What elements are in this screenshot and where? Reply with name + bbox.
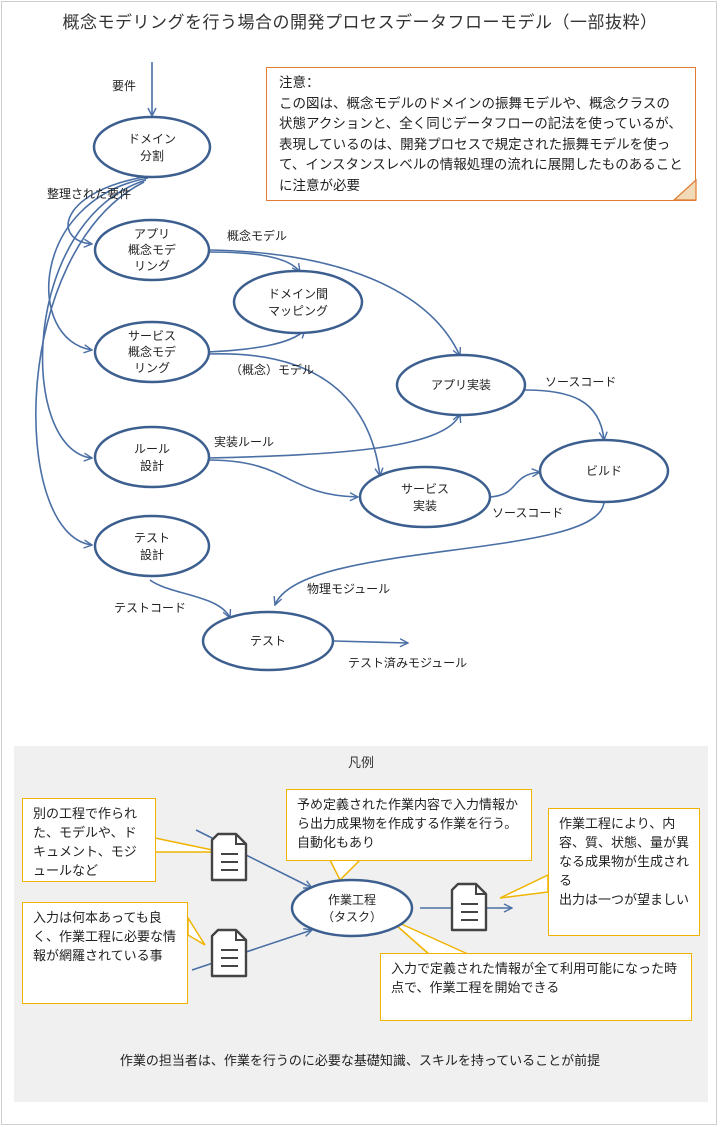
arrow-appimpl-to-build: [524, 389, 604, 440]
node-rule-design-line1: ルール: [134, 442, 170, 456]
node-app-modeling-line2: 概念モデ: [128, 242, 176, 257]
node-rule-design: [93, 425, 211, 489]
node-service-impl-line2: 実装: [413, 498, 437, 513]
note-fold-corner: [672, 178, 697, 201]
callout-pointer-task: [328, 859, 362, 882]
note-body: この図は、概念モデルのドメインの振舞モデルや、概念クラスの状態アクションと、全く…: [279, 95, 683, 194]
callout-input-any: 入力は何本あっても良く、作業工程に必要な情報が網羅されている事: [22, 902, 188, 1004]
arrow-serviceimpl-to-build: [489, 472, 540, 498]
arrow-to-service-modeling: [47, 177, 149, 350]
label-source-code-2: ソースコード: [492, 506, 563, 520]
label-physical-module: 物理モジュール: [307, 582, 390, 596]
label-concept-model: 概念モデル: [227, 228, 287, 243]
flow-arrows: [35, 62, 605, 643]
node-domain-mapping-line1: ドメイン間: [268, 287, 328, 301]
legend-arrow-in-2: [191, 930, 312, 971]
arrow-app-to-mapping: [207, 251, 300, 272]
document-icon: [450, 882, 488, 932]
label-organized-requirements: 整理された要件: [47, 186, 131, 201]
note-title: 注意：: [279, 75, 320, 91]
node-service-modeling-line2: 概念モデ: [128, 344, 176, 359]
label-tested-module: テスト済みモジュール: [348, 655, 467, 670]
page-title: 概念モデリングを行う場合の開発プロセスデータフローモデル（一部抜粋）: [62, 13, 658, 33]
callout-output: 作業工程により、内容、質、状態、量が異なる成果物が生成される 出力は一つが望まし…: [548, 808, 700, 936]
legend-title: 凡例: [347, 756, 374, 771]
arrow-testdesign-to-test: [149, 579, 230, 618]
node-test-design: [93, 514, 211, 578]
arrow-service-to-mapping: [207, 330, 305, 353]
arrow-build-to-test: [275, 501, 605, 605]
node-app-modeling-line1: アプリ: [134, 227, 170, 241]
node-test-label: テスト: [250, 634, 286, 648]
arrow-to-rule-design: [41, 179, 147, 458]
arrow-rule-to-appimpl: [207, 414, 460, 459]
arrow-test-output: [333, 641, 408, 643]
note-box: 注意： この図は、概念モデルのドメインの振舞モデルや、概念クラスの状態アクション…: [266, 67, 696, 201]
label-impl-rule: 実装ルール: [214, 434, 274, 449]
node-test-design-line2: 設計: [140, 547, 164, 562]
node-domain-mapping: [232, 269, 364, 335]
node-domain-split: [92, 115, 212, 179]
node-service-modeling-line3: リング: [134, 361, 170, 375]
legend-task-line2: （タスク）: [322, 910, 382, 924]
callout-start-condition: 入力で定義された情報が全て利用可能になった時点で、作業工程を開始できる: [380, 953, 692, 1021]
callout-task-definition: 予め定義された作業内容で入力情報から出力成果物を作成する作業を行う。自動化もあり: [286, 789, 532, 861]
legend-task-node: [290, 878, 414, 938]
callout-pointer-output: [499, 873, 549, 899]
node-app-modeling: [93, 218, 211, 282]
node-test-design-line1: テスト: [134, 531, 170, 545]
arrow-to-app-modeling: [67, 175, 151, 244]
legend-footer: 作業の担当者は、作業を行うのに必要な基礎知識、スキルを持っていることが前提: [119, 1054, 601, 1069]
node-domain-mapping-line2: マッピング: [268, 304, 328, 318]
legend-task-line1: 作業工程: [328, 892, 376, 907]
label-requirements: 要件: [112, 79, 136, 93]
node-app-impl-label: アプリ実装: [431, 377, 491, 392]
node-test: [201, 610, 335, 672]
node-service-impl-line1: サービス: [401, 482, 449, 496]
document-icon: [210, 928, 248, 978]
node-rule-design-line2: 設計: [140, 458, 164, 473]
node-service-modeling: [93, 320, 211, 384]
node-build: [538, 438, 670, 504]
arrow-to-test-design: [35, 181, 145, 545]
node-service-modeling-line1: サービス: [128, 329, 176, 343]
label-source-code: ソースコード: [545, 375, 616, 389]
node-domain-split-line1: ドメイン: [128, 132, 176, 146]
node-app-modeling-line3: リング: [134, 259, 170, 273]
callout-pointer-input: [187, 915, 206, 946]
label-test-code: テストコード: [114, 601, 186, 615]
callout-other-process: 別の工程で作られた、モデルや、ドキュメント、モジュールなど: [22, 798, 156, 882]
document-icon: [210, 832, 248, 882]
label-concept-model-2: （概念）モデル: [230, 362, 314, 377]
node-domain-split-line2: 分割: [140, 148, 164, 163]
node-build-label: ビルド: [586, 464, 622, 478]
arrow-app-to-appimpl: [207, 249, 460, 356]
arrow-rule-to-serviceimpl: [207, 459, 358, 497]
node-app-impl: [395, 353, 527, 417]
node-service-impl: [358, 465, 492, 529]
